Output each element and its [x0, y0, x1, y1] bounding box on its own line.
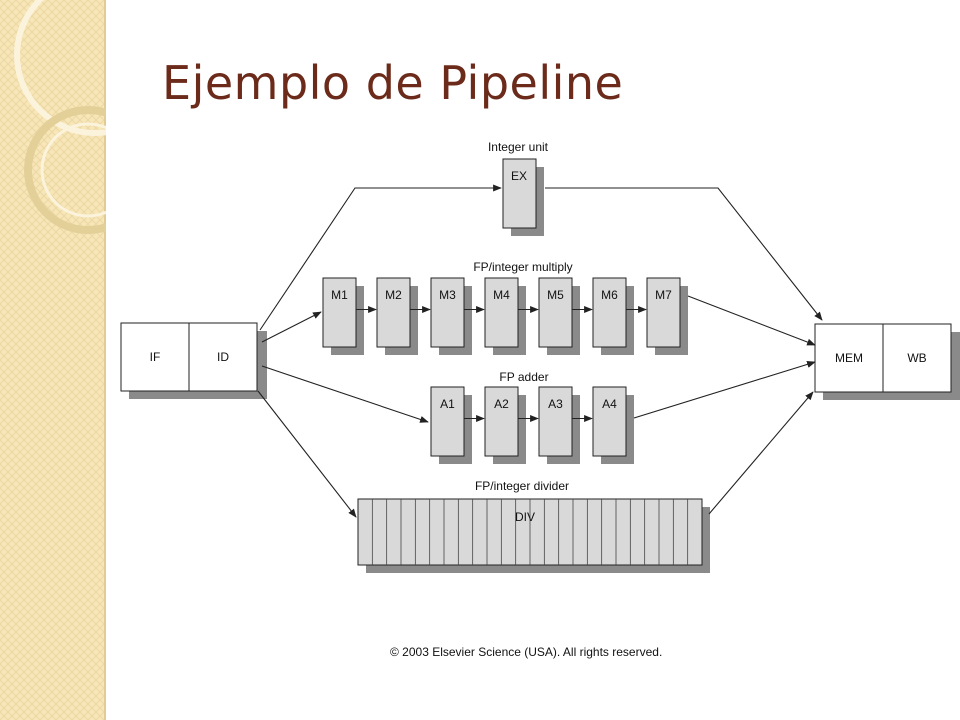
stage-m7-label: M7	[655, 288, 672, 302]
stage-m1: M1	[322, 277, 364, 355]
stage-a1-label: A1	[440, 397, 455, 411]
fp-adder-stages: A1 A2 A3 A4	[430, 386, 634, 464]
stage-a4: A4	[592, 386, 634, 464]
stage-m5: M5	[538, 277, 580, 355]
sidebar-decoration	[0, 0, 106, 720]
stage-wb-label: WB	[907, 351, 926, 365]
stage-mem	[814, 323, 884, 393]
stage-if-label: IF	[150, 350, 161, 364]
stage-id	[188, 322, 258, 392]
stage-m4: M4	[484, 277, 526, 355]
stage-id-label: ID	[217, 350, 229, 364]
stage-if	[120, 322, 190, 392]
copyright-notice: © 2003 Elsevier Science (USA). All right…	[390, 645, 663, 659]
stage-a2: A2	[484, 386, 526, 464]
fp-adder-label: FP adder	[499, 370, 548, 384]
decor-circle-top	[14, 0, 106, 136]
arrow-div-to-mem	[708, 391, 814, 515]
fp-divider-label: FP/integer divider	[475, 479, 569, 493]
decor-circle-bottom	[24, 106, 106, 234]
stage-wb	[882, 323, 952, 393]
mem-wb-block: MEM WB	[814, 323, 960, 400]
stage-div-label: DIV	[515, 510, 535, 524]
stage-a4-label: A4	[602, 397, 617, 411]
stage-m4-label: M4	[493, 288, 510, 302]
stage-a2-label: A2	[494, 397, 509, 411]
stage-m3-label: M3	[439, 288, 456, 302]
fp-multiply-stages: M1 M2 M3 M4 M5 M6 M7	[322, 277, 688, 355]
stage-a3: A3	[538, 386, 580, 464]
fp-multiply-label: FP/integer multiply	[473, 260, 572, 274]
stage-m1-label: M1	[331, 288, 348, 302]
stage-m6-label: M6	[601, 288, 618, 302]
stage-ex: EX	[502, 158, 544, 236]
stage-m3: M3	[430, 277, 472, 355]
arrow-id-to-m1	[261, 311, 322, 343]
stage-m2-label: M2	[385, 288, 402, 302]
arrow-id-to-a1	[261, 365, 429, 423]
integer-unit-label: Integer unit	[488, 140, 549, 154]
stage-div: DIV	[357, 498, 710, 573]
stage-m6: M6	[592, 277, 634, 355]
arrow-id-to-div	[257, 390, 357, 518]
stage-m5-label: M5	[547, 288, 564, 302]
stage-a3-label: A3	[548, 397, 563, 411]
if-id-block: IF ID	[120, 322, 267, 399]
stage-m2: M2	[376, 277, 418, 355]
stage-mem-label: MEM	[835, 351, 863, 365]
stage-ex-label: EX	[511, 169, 527, 183]
arrow-id-to-ex	[259, 184, 502, 331]
arrow-a4-to-mem	[633, 360, 816, 419]
arrow-m7-to-mem	[687, 295, 816, 346]
stage-m7: M7	[646, 277, 688, 355]
stage-a1: A1	[430, 386, 472, 464]
arrow-ex-to-mem	[545, 187, 823, 321]
slide-title: Ejemplo de Pipeline	[162, 56, 624, 110]
